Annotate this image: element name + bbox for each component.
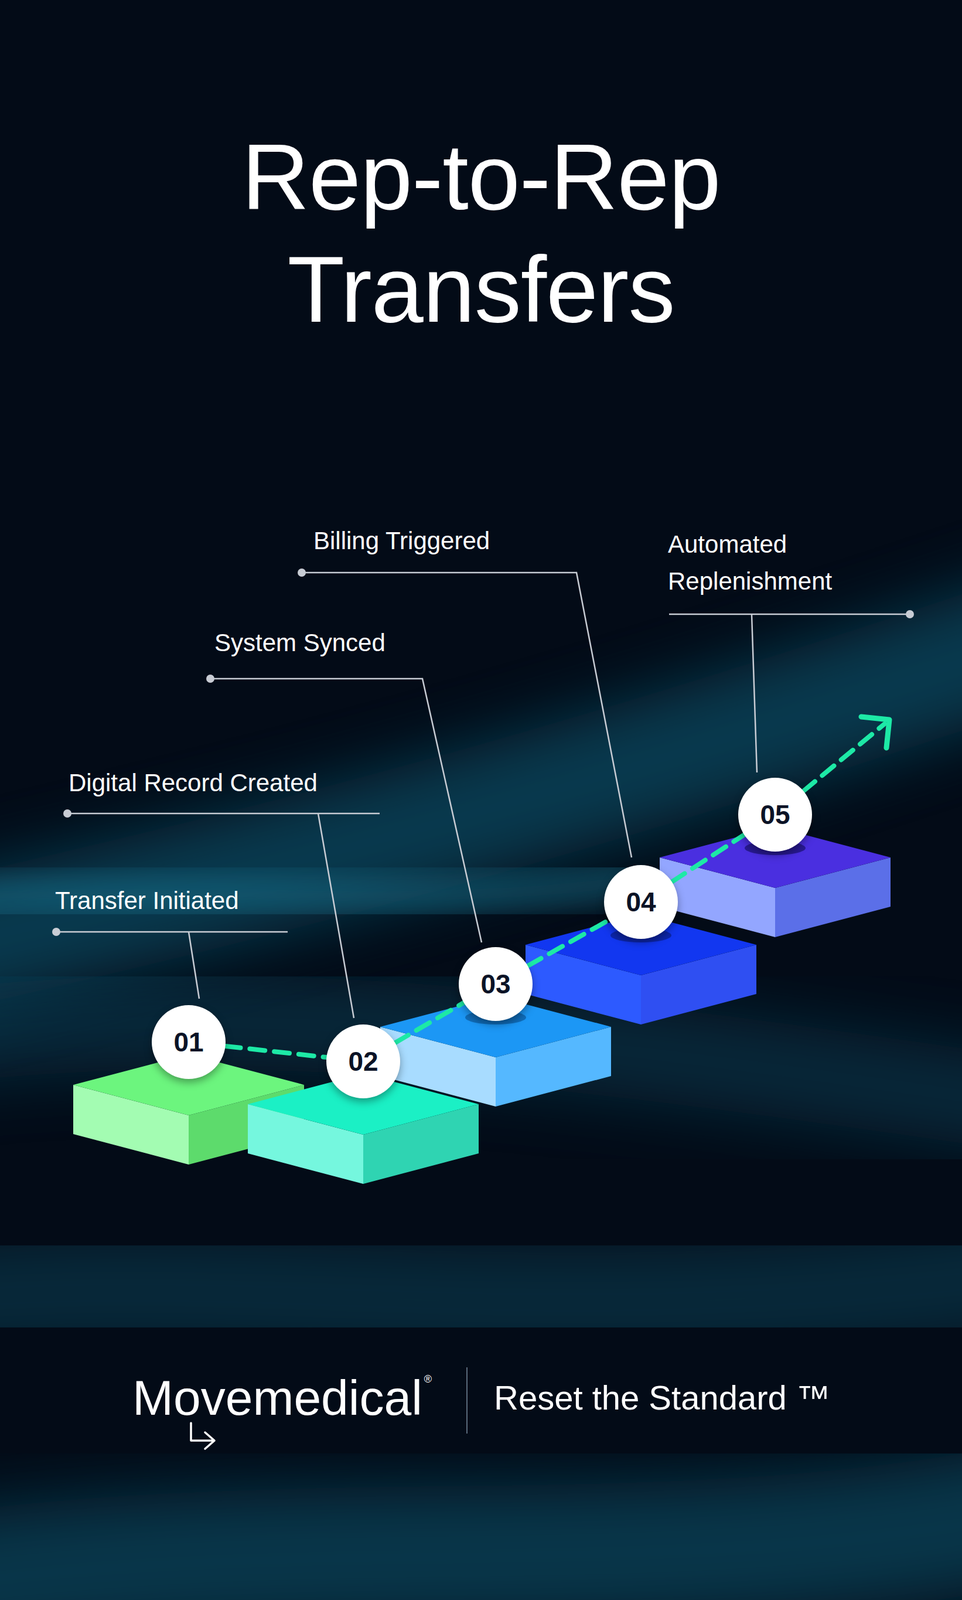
- step-circle: 01: [151, 1004, 226, 1079]
- leader-line: [669, 613, 910, 773]
- leader-dot: [297, 568, 306, 577]
- leader-line: [210, 678, 482, 943]
- step-label: Digital Record Created: [68, 764, 318, 801]
- wave-band: [0, 1499, 962, 1594]
- leader-line: [301, 572, 632, 858]
- step-label: Billing Triggered: [313, 522, 490, 559]
- divider: [466, 1366, 468, 1434]
- leader-dot: [206, 674, 215, 683]
- step-circle: 05: [738, 777, 813, 852]
- arrow-head: [861, 716, 890, 748]
- tagline: Reset the Standard ™: [493, 1373, 831, 1421]
- dashed-connector: [394, 1002, 464, 1043]
- wave-band: [0, 1265, 962, 1307]
- leader-dot: [52, 927, 61, 936]
- dashed-connector: [527, 919, 609, 966]
- step-label: Automated Replenishment: [667, 525, 903, 600]
- logo-arrow: [190, 1422, 215, 1449]
- registered-mark: ®: [424, 1372, 432, 1385]
- step-circle: 03: [458, 946, 533, 1021]
- step-number: 02: [348, 1047, 378, 1075]
- leader-line: [56, 931, 288, 999]
- title: Rep-to-Rep Transfers: [158, 120, 804, 346]
- step-label: System Synced: [214, 624, 386, 661]
- dashed-connector: [671, 834, 745, 882]
- step-number: 01: [173, 1028, 204, 1056]
- step-number: 05: [759, 800, 790, 828]
- progress-arrow: [803, 723, 885, 791]
- leader-dot: [63, 809, 72, 818]
- step-circle: 04: [604, 864, 678, 939]
- step-number: 03: [480, 970, 511, 998]
- leader-dot: [905, 609, 914, 619]
- leader-line: [67, 813, 380, 1018]
- step-circle: 02: [326, 1024, 401, 1098]
- brand-name: Movemedical: [132, 1368, 423, 1427]
- dashed-connector: [225, 1045, 327, 1057]
- step-number: 04: [625, 888, 656, 916]
- wave-band: [0, 621, 962, 961]
- step-label: Transfer Initiated: [55, 882, 240, 919]
